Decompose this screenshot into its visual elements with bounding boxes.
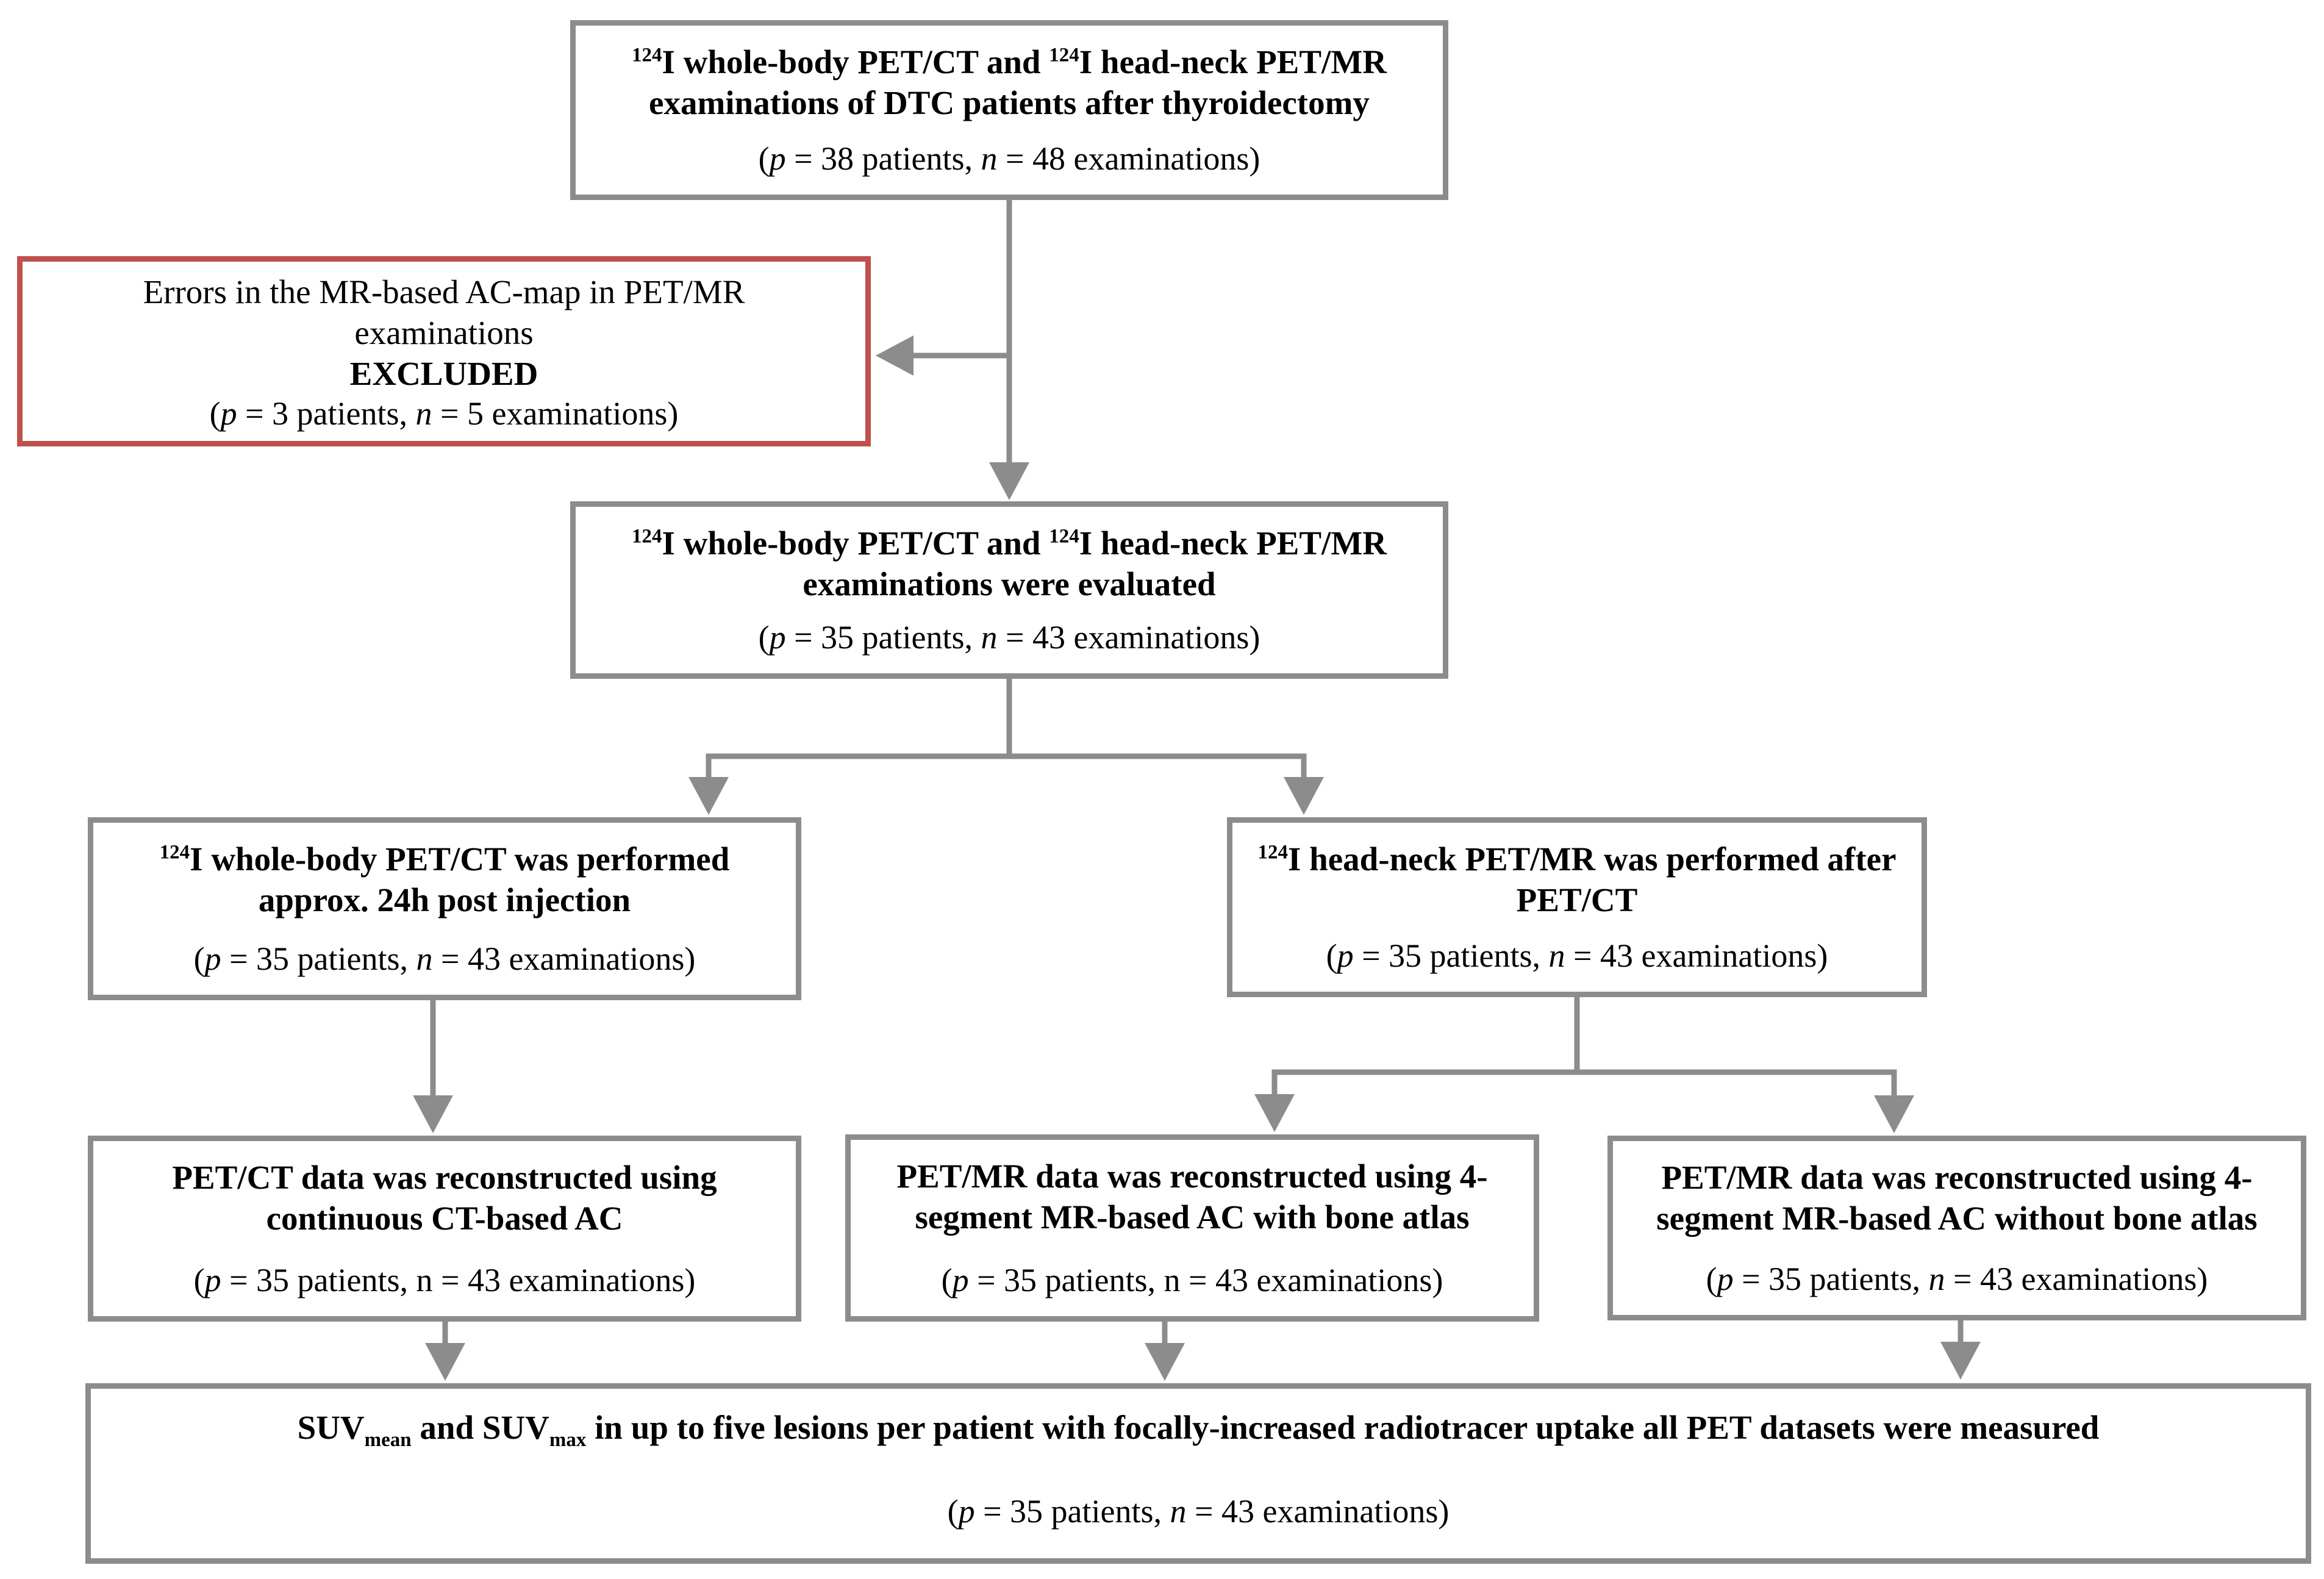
box-petct-performed-title: 124I whole-body PET/CT was performed app…	[159, 840, 730, 919]
box-petct-reco: PET/CT data was reconstructed using cont…	[88, 1136, 801, 1322]
excluded-label: EXCLUDED	[349, 355, 538, 393]
box-petct-performed-stats: (p = 35 patients, n = 43 examinations)	[193, 940, 696, 978]
box-evaluated-stats: (p = 35 patients, n = 43 examinations)	[758, 619, 1260, 656]
box-petmr-reco-bone: PET/MR data was reconstructed using 4-se…	[845, 1134, 1539, 1322]
box-excluded: Errors in the MR-based AC-map in PET/MR …	[17, 256, 871, 446]
box-petct-reco-title: PET/CT data was reconstructed using cont…	[172, 1159, 717, 1237]
arrow-reco-ct-to-suv	[425, 1320, 465, 1381]
arrow-petmr-split	[1254, 995, 1914, 1133]
box-enrollment-stats: (p = 38 patients, n = 48 examinations)	[758, 140, 1260, 177]
box-enrollment-title: 124I whole-body PET/CT and 124I head-nec…	[632, 43, 1387, 122]
arrow-petct-to-reco	[413, 998, 453, 1133]
arrow-reco-bone-to-suv	[1145, 1320, 1185, 1381]
arrow-reco-nobone-to-suv	[1940, 1319, 1981, 1380]
box-suv-measured-stats: (p = 35 patients, n = 43 examinations)	[947, 1493, 1450, 1530]
box-petmr-reco-nobone-title: PET/MR data was reconstructed using 4-se…	[1656, 1159, 2258, 1237]
box-petmr-reco-bone-stats: (p = 35 patients, n = 43 examinations)	[941, 1262, 1443, 1299]
box-evaluated-title: 124I whole-body PET/CT and 124I head-nec…	[632, 525, 1387, 603]
box-evaluated: 124I whole-body PET/CT and 124I head-nec…	[570, 501, 1448, 679]
box-petmr-performed-title: 124I head-neck PET/MR was performed afte…	[1257, 840, 1897, 919]
box-petmr-performed-stats: (p = 35 patients, n = 43 examinations)	[1326, 937, 1828, 975]
box-petmr-reco-nobone: PET/MR data was reconstructed using 4-se…	[1607, 1136, 2306, 1320]
box-petct-performed: 124I whole-body PET/CT was performed app…	[88, 817, 801, 1000]
box-petmr-performed: 124I head-neck PET/MR was performed afte…	[1227, 817, 1927, 997]
arrow-to-excluded	[876, 335, 1012, 376]
box-petmr-reco-bone-title: PET/MR data was reconstructed using 4-se…	[896, 1158, 1488, 1236]
arrow-enrollment-to-evaluated	[989, 199, 1029, 500]
box-petct-reco-stats: (p = 35 patients, n = 43 examinations)	[193, 1262, 696, 1299]
box-excluded-title: Errors in the MR-based AC-map in PET/MR …	[143, 273, 745, 352]
box-petmr-reco-nobone-stats: (p = 35 patients, n = 43 examinations)	[1706, 1261, 2208, 1298]
box-suv-measured: SUVmean and SUVmax in up to five lesions…	[85, 1383, 2311, 1564]
box-suv-measured-title: SUVmean and SUVmax in up to five lesions…	[297, 1409, 2100, 1451]
arrow-evaluated-split	[688, 675, 1324, 815]
box-enrollment: 124I whole-body PET/CT and 124I head-nec…	[570, 20, 1448, 200]
box-excluded-stats: (p = 3 patients, n = 5 examinations)	[209, 395, 679, 432]
box-excluded-bottom: EXCLUDED (p = 3 patients, n = 5 examinat…	[200, 353, 688, 443]
